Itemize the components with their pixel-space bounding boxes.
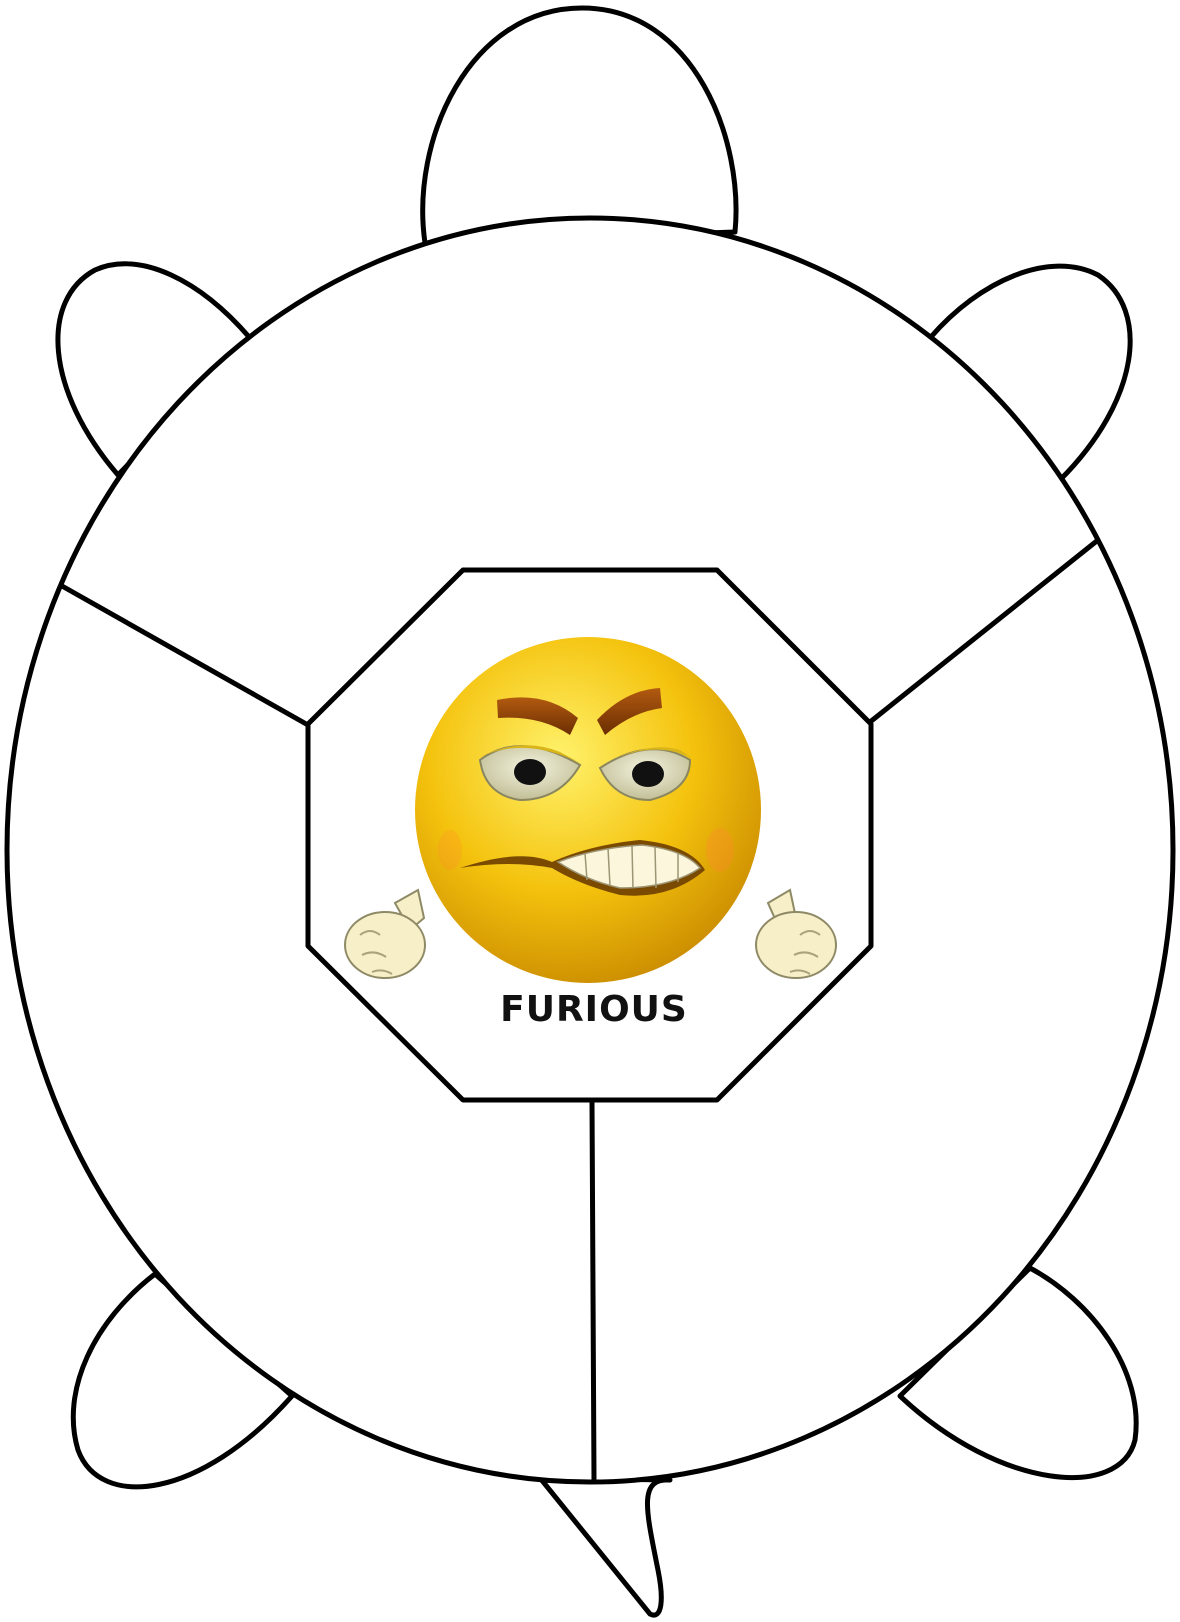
turtle-tail: [540, 1478, 670, 1615]
emoji-face: [415, 637, 761, 983]
turtle-head: [423, 8, 736, 243]
emotion-label: FURIOUS: [500, 989, 688, 1030]
shell-divider-bottom: [592, 1102, 594, 1480]
